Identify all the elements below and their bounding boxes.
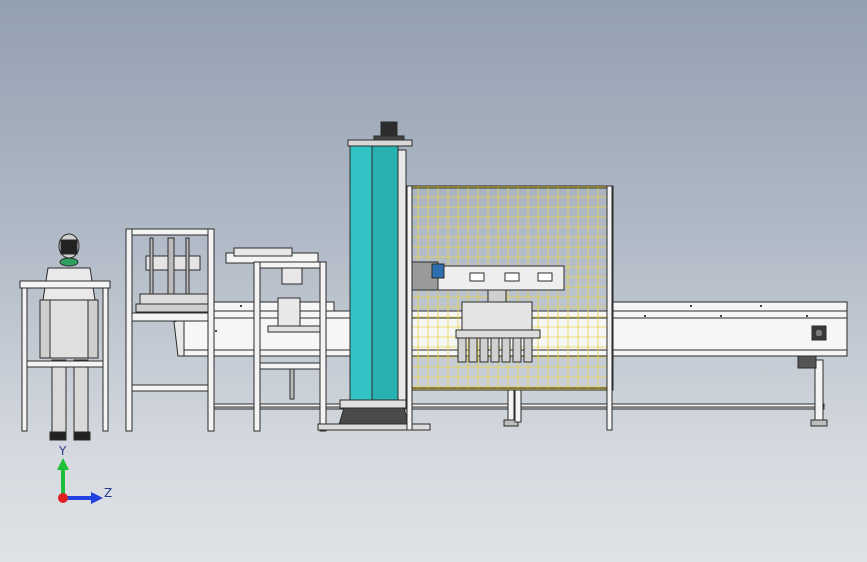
gripper-finger <box>457 337 467 363</box>
operator-table <box>19 280 111 432</box>
station-2-frame <box>225 247 327 432</box>
gripper-finger <box>479 337 489 363</box>
gripper-finger <box>523 337 533 363</box>
origin-dot-icon <box>58 493 68 503</box>
tower-machine <box>317 121 431 431</box>
station-1-frame <box>125 228 215 432</box>
z-axis-label: Z <box>104 486 112 500</box>
safety-fence <box>406 185 614 431</box>
z-arrow-icon <box>91 492 103 504</box>
gripper-finger <box>490 337 500 363</box>
conveyor-base <box>211 359 828 427</box>
worker-figure <box>39 233 99 441</box>
gripper-finger <box>501 337 511 363</box>
gripper-finger <box>468 337 478 363</box>
robot-unit <box>411 261 565 363</box>
gripper-finger <box>512 337 522 363</box>
y-arrow-icon <box>57 458 69 470</box>
y-axis-label: Y <box>58 444 67 458</box>
coordinate-triad: Y Z <box>57 444 112 504</box>
